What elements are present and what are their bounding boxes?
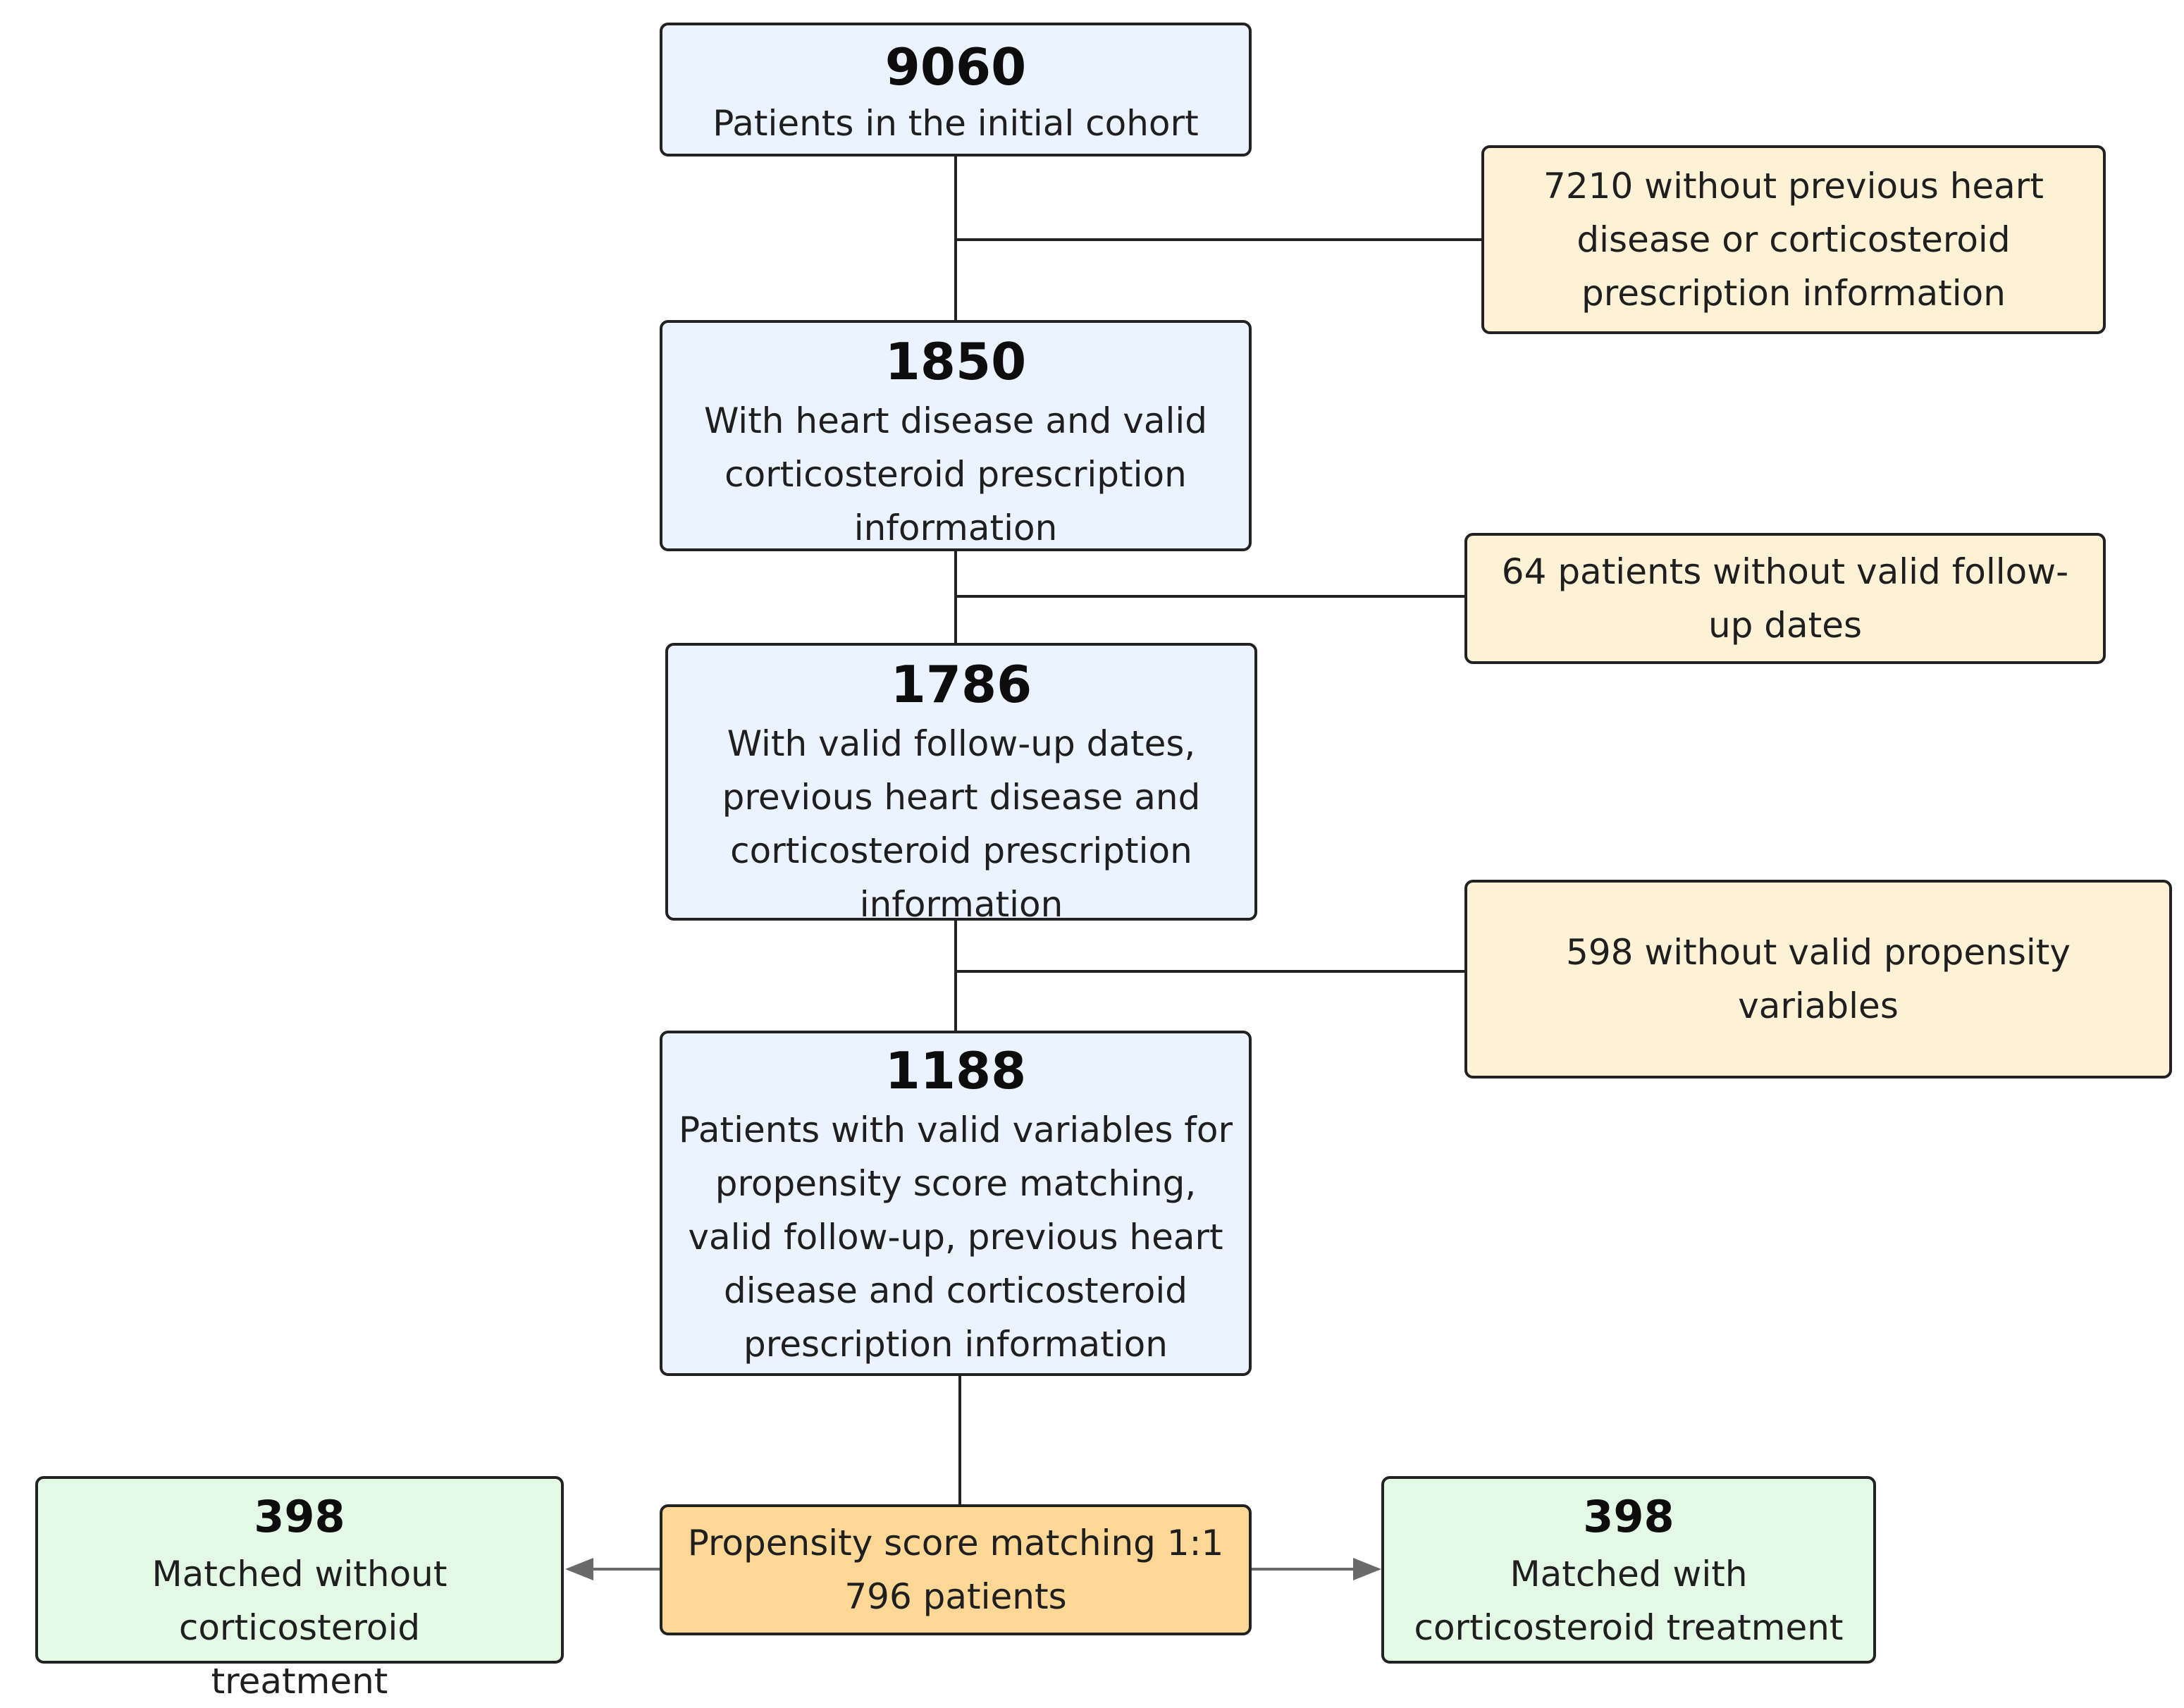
box-1850: 1850 With heart disease and valid cortic… bbox=[660, 320, 1252, 551]
box-1786: 1786 With valid follow-up dates, previou… bbox=[665, 643, 1257, 925]
initial-count: 9060 bbox=[884, 37, 1027, 97]
box-exclusion-propensity: 598 without valid propensity variables bbox=[1464, 880, 2172, 1079]
step-1850-count: 1850 bbox=[884, 332, 1027, 391]
initial-label: Patients in the initial cohort bbox=[712, 102, 1199, 144]
matched-without-label: Matched without corticosteroid treatment bbox=[152, 1554, 448, 1702]
box-exclusion-follow-up: 64 patients without valid follow-up date… bbox=[1464, 533, 2106, 664]
matched-with-count: 398 bbox=[1583, 1491, 1674, 1542]
box-exclusion-no-history: 7210 without previous heart disease or c… bbox=[1481, 145, 2106, 334]
box-matched-with: 398 Matched with corticosteroid treatmen… bbox=[1381, 1476, 1876, 1664]
step-1188-label: Patients with valid variables for propen… bbox=[678, 1109, 1233, 1365]
exclusion-3-label: 598 without valid propensity variables bbox=[1566, 932, 2071, 1026]
box-initial-cohort: 9060 Patients in the initial cohort bbox=[660, 23, 1252, 156]
matching-count: 796 patients bbox=[844, 1576, 1067, 1617]
box-matched-without: 398 Matched without corticosteroid treat… bbox=[35, 1476, 564, 1702]
exclusion-2-label: 64 patients without valid follow-up date… bbox=[1501, 551, 2069, 646]
step-1786-count: 1786 bbox=[890, 655, 1032, 714]
step-1850-label: With heart disease and valid corticoster… bbox=[703, 400, 1208, 548]
box-1188: 1188 Patients with valid variables for p… bbox=[660, 1031, 1252, 1376]
matching-title: Propensity score matching 1:1 bbox=[687, 1523, 1224, 1563]
matched-with-label: Matched with corticosteroid treatment bbox=[1414, 1554, 1844, 1649]
exclusion-1-label: 7210 without previous heart disease or c… bbox=[1543, 166, 2044, 314]
step-1188-count: 1188 bbox=[884, 1041, 1027, 1100]
step-1786-label: With valid follow-up dates, previous hea… bbox=[722, 723, 1201, 925]
matched-without-count: 398 bbox=[254, 1491, 345, 1542]
box-propensity-matching: Propensity score matching 1:1 796 patien… bbox=[660, 1504, 1252, 1635]
